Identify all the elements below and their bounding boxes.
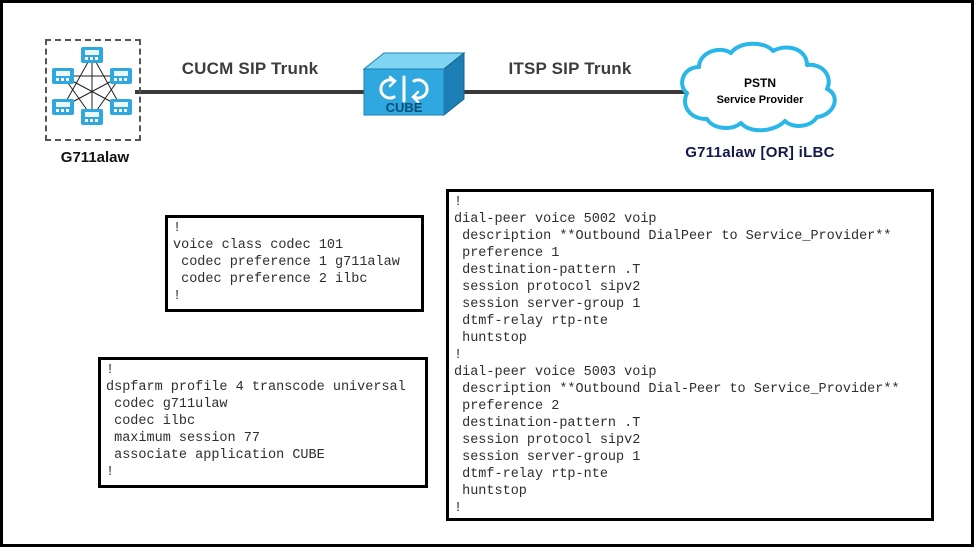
cucm-cluster-box xyxy=(45,39,141,141)
pstn-cloud: PSTN Service Provider xyxy=(675,41,845,148)
cube-router: CUBE xyxy=(356,45,468,130)
dial-peer-config: ! dial-peer voice 5002 voip description … xyxy=(454,195,900,516)
voice-class-codec-config: ! voice class codec 101 codec preference… xyxy=(173,221,400,304)
dspfarm-config: ! dspfarm profile 4 transcode universal … xyxy=(106,363,406,480)
cube-label: CUBE xyxy=(386,100,423,115)
cube-icon: CUBE xyxy=(362,51,466,117)
dspfarm-box: ! dspfarm profile 4 transcode universal … xyxy=(98,357,428,488)
cucm-sip-trunk-label: CUCM SIP Trunk xyxy=(181,59,319,78)
cucm-sip-trunk-line xyxy=(135,90,367,94)
cloud-title-line2: Service Provider xyxy=(717,94,805,106)
cucm-codec-label: G711alaw xyxy=(60,149,130,166)
pstn-cloud-icon: PSTN Service Provider xyxy=(680,41,837,133)
cucm-cluster-icon xyxy=(52,47,132,125)
cloud-title-line1: PSTN xyxy=(744,76,776,90)
itsp-sip-trunk-label: ITSP SIP Trunk xyxy=(508,59,632,78)
dial-peer-box: ! dial-peer voice 5002 voip description … xyxy=(446,189,934,521)
cloud-codec-label: G711alaw [OR] iLBC xyxy=(685,144,835,161)
itsp-sip-trunk-line xyxy=(461,90,699,94)
voice-class-codec-box: ! voice class codec 101 codec preference… xyxy=(165,215,424,312)
